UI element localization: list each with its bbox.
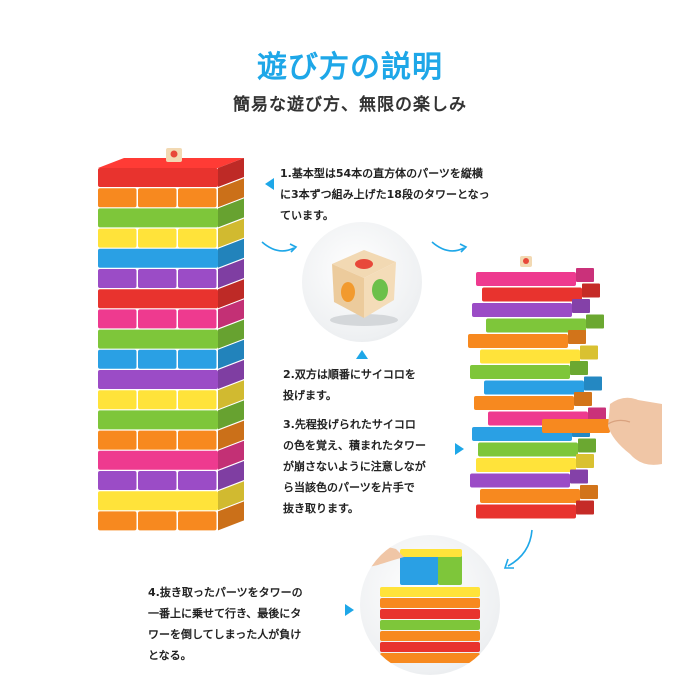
tower-row [98, 158, 244, 187]
tower-row [98, 339, 244, 369]
tower-image [98, 148, 244, 531]
stacking-circle-image [360, 535, 500, 675]
tower-row [474, 392, 592, 410]
tower-row [98, 420, 244, 450]
tower-row [480, 345, 598, 364]
step-1-text: 1.基本型は54本の直方体のパーツを縦横 に3本ずつ組み上げた18段のタワーとな… [280, 167, 490, 222]
tower-row [470, 361, 588, 379]
tower-row [476, 500, 594, 519]
tower-row [482, 283, 600, 302]
tower-row [98, 198, 244, 228]
tower-row [98, 218, 244, 248]
tower-row [98, 319, 244, 349]
tower-row [98, 178, 244, 208]
tower-row [98, 461, 244, 490]
tower-row [380, 642, 480, 652]
tower-row [472, 299, 590, 317]
tower-row [380, 587, 480, 597]
step-4-text: 4.抜き取ったパーツをタワーの 一番上に乗せて行き、最後にタ ワーを倒してしまっ… [148, 586, 303, 662]
step-2-text: 2.双方は順番にサイコロを 投げます。 [283, 368, 416, 402]
tower-row [484, 376, 602, 395]
played-tower-image [468, 256, 662, 519]
tower-row [98, 380, 244, 410]
dice-circle-image [302, 222, 422, 342]
tower-row [98, 279, 244, 309]
tower-row [380, 653, 480, 663]
step-3-text: 3.先程投げられたサイコロ の色を覚え、積まれたタワー が崩さないように注意しな… [283, 418, 426, 515]
tower-row [470, 469, 588, 488]
tower-row [380, 609, 480, 619]
tower-row [476, 454, 594, 472]
tower-row [98, 481, 244, 511]
tower-top-image [360, 546, 480, 663]
tower-row [98, 501, 244, 531]
tower-row [98, 299, 244, 329]
triangle-up-icon [356, 350, 368, 359]
page-subtitle: 簡易な遊び方、無限の楽しみ [233, 95, 467, 115]
tower-row [486, 314, 604, 333]
tower-row [480, 485, 598, 503]
page-title: 遊び方の説明 [257, 50, 443, 85]
tower-row [380, 631, 480, 641]
curved-arrow-icon [503, 529, 533, 569]
tower-row [468, 330, 586, 348]
curved-arrow-icon [261, 241, 298, 253]
triangle-right-icon [455, 443, 464, 455]
tower-row [98, 238, 244, 268]
triangle-left-icon [265, 178, 274, 190]
curved-arrow-icon [431, 241, 468, 253]
triangle-right-icon [345, 604, 354, 616]
tower-row [380, 620, 480, 630]
tower-row [478, 438, 596, 457]
dice-icon [330, 250, 398, 326]
tower-row [98, 259, 244, 288]
tower-row [476, 268, 594, 286]
tower-row [380, 598, 480, 608]
tower-row [98, 440, 244, 470]
tower-row [98, 400, 244, 430]
tower-row [98, 360, 244, 389]
